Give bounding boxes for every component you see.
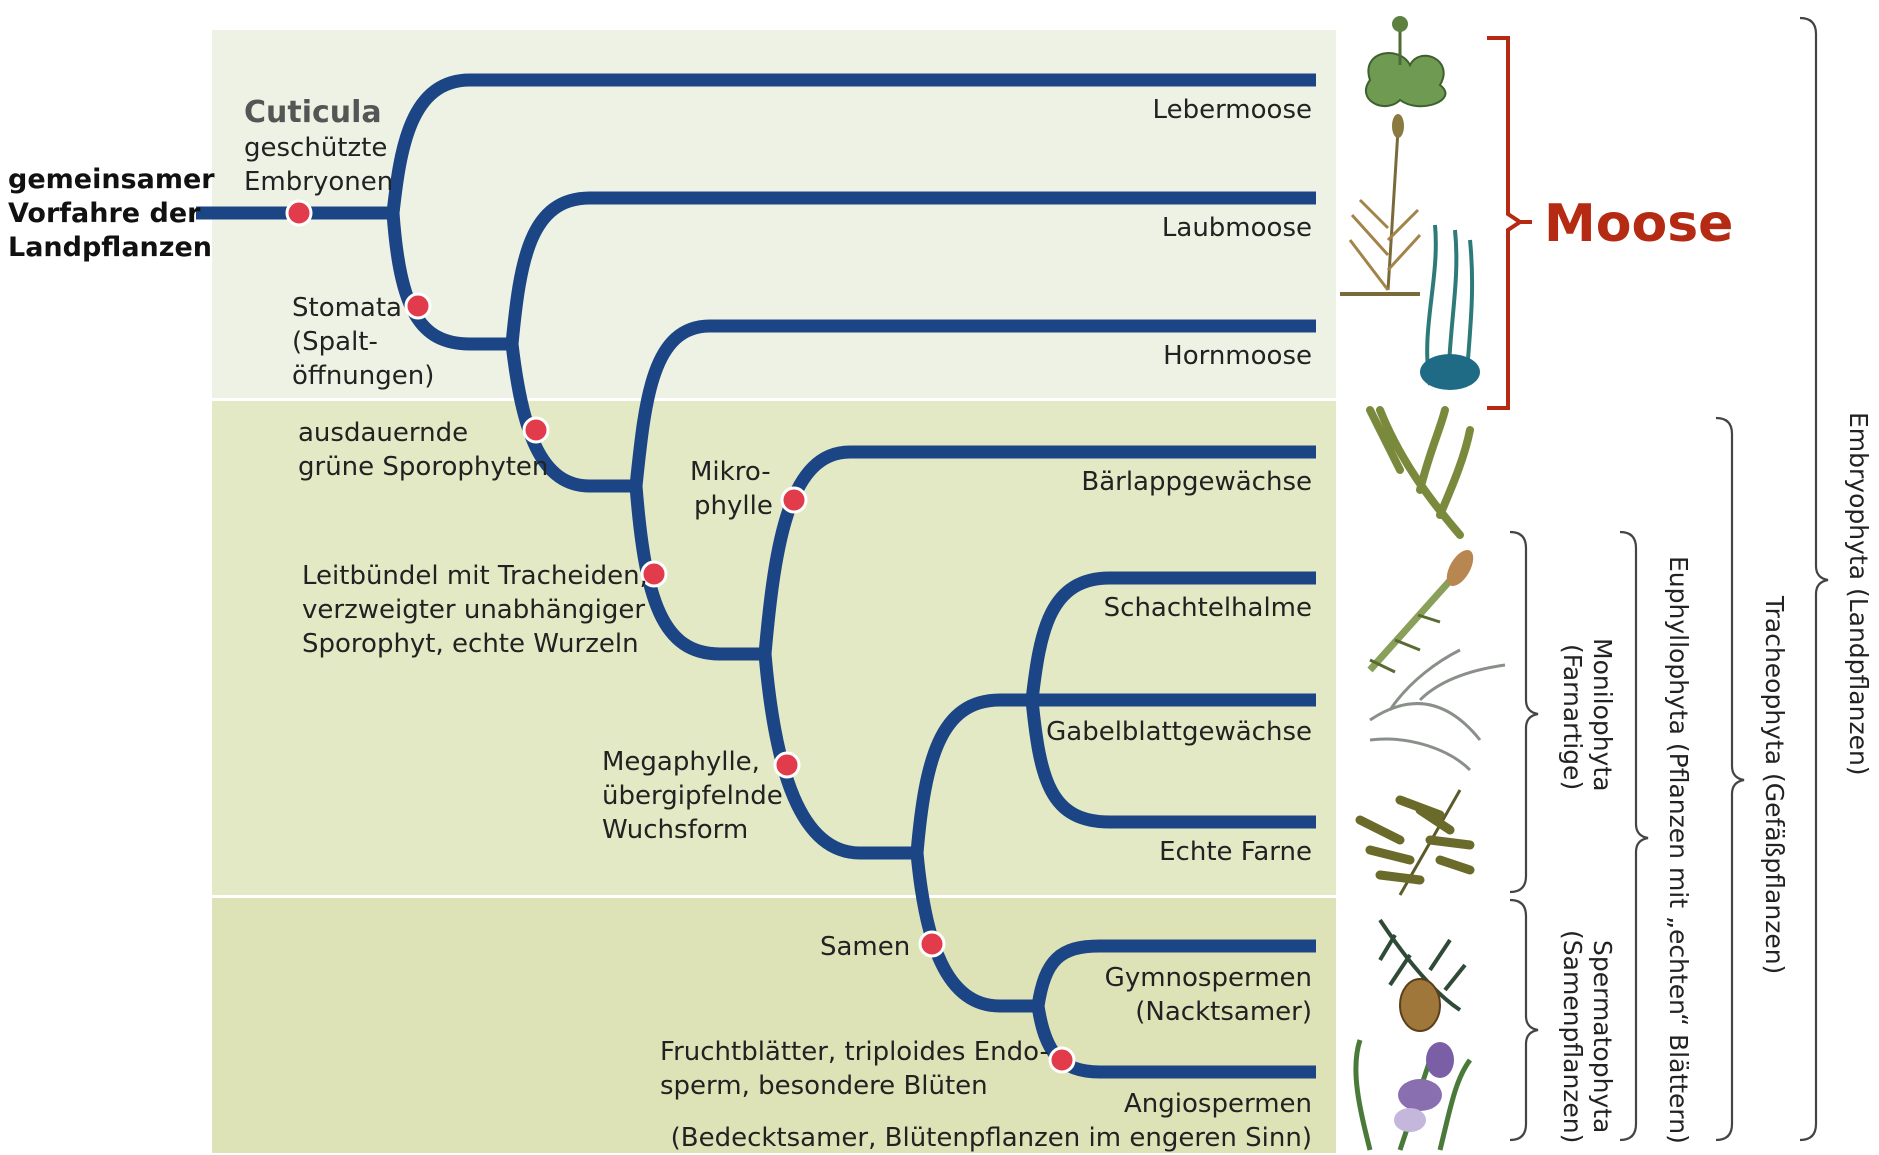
dot-sporophyt: [522, 416, 550, 444]
dot-leitbuendel: [640, 560, 668, 588]
brace-spermatophyta: [1509, 898, 1539, 1142]
branch-hornmoose: [629, 319, 1316, 487]
group-spermatophyta-line1: Spermatophyta: [1588, 940, 1617, 1133]
taxon-lebermoose: Lebermoose: [1153, 95, 1312, 125]
taxon-schachtelhalme: Schachtelhalme: [1104, 593, 1312, 623]
taxon-angio-line2: (Bedecktsamer, Blütenpflanzen im engeren…: [671, 1123, 1312, 1153]
group-embryophyta: Embryophyta (Landpflanzen): [1844, 412, 1873, 776]
group-brackets: [1509, 16, 1829, 1142]
fern-frond-icon: [1355, 789, 1475, 896]
taxon-gabelblatt: Gabelblattgewächse: [1046, 717, 1312, 747]
trait-leitbuendel-line2: verzweigter unabhängiger: [302, 595, 645, 625]
hornwort-plant-icon: [1420, 224, 1480, 390]
moss-plant-icon: [1340, 114, 1422, 296]
clubmoss-plant-icon: [1366, 406, 1474, 539]
dot-stomata: [404, 292, 432, 320]
horsetail-plant-icon: [1367, 549, 1474, 674]
trait-mikrophylle-line1: Mikro-: [690, 457, 771, 487]
trait-leitbuendel-line1: Leitbündel mit Tracheiden,: [302, 561, 648, 591]
iris-flower-icon: [1353, 1039, 1473, 1151]
branch-lebermoose: [386, 73, 1316, 214]
trait-event-dots: [285, 199, 1076, 1074]
trait-sporophyt-line2: grüne Sporophyten: [298, 452, 548, 482]
group-monilophyta-line2: (Farnartige): [1558, 644, 1587, 790]
group-euphyllophyta: Euphyllophyta (Pflanzen mit „echten“ Blä…: [1664, 556, 1693, 1144]
trait-megaphylle-line1: Megaphylle,: [602, 747, 760, 777]
trait-sporophyt-line1: ausdauernde: [298, 418, 468, 448]
brace-euphyllophyta: [1619, 530, 1649, 1142]
branch-laubmoose: [505, 191, 1316, 345]
trait-leitbuendel-line3: Sporophyt, echte Wurzeln: [302, 629, 639, 659]
trait-mikrophylle-line2: phylle: [694, 491, 773, 521]
trait-stomata-line3: öffnungen): [292, 361, 434, 391]
taxon-baerlapp: Bärlappgewächse: [1081, 467, 1312, 497]
taxon-hornmoose: Hornmoose: [1163, 341, 1312, 371]
pine-cone-icon: [1378, 918, 1467, 1032]
branch-node4-down: [758, 653, 917, 860]
root-label-line2: Vorfahre der: [8, 198, 201, 229]
trait-cuticula: Cuticula: [244, 95, 382, 130]
trait-stomata-line2: (Spalt-: [292, 327, 378, 357]
dot-fruchtblaetter: [1048, 1046, 1076, 1074]
trait-fruchtblaetter-line1: Fruchtblätter, triploides Endo-: [660, 1037, 1049, 1067]
taxon-angio-line1: Angiospermen: [1124, 1089, 1312, 1119]
dot-mikrophylle: [780, 486, 808, 514]
root-label-line1: gemeinsamer: [8, 164, 215, 195]
branch-farne: [1025, 699, 1316, 829]
group-tracheophyta: Tracheophyta (Gefäßpflanzen): [1760, 595, 1789, 974]
trait-embryo-line2: Embryonen: [244, 167, 393, 197]
group-spermatophyta-line2: (Samenpflanzen): [1558, 930, 1587, 1143]
group-monilophyta-line1: Monilophyta: [1588, 638, 1617, 792]
trait-megaphylle-line3: Wuchsform: [602, 815, 748, 845]
branch-node3-down: [629, 485, 765, 661]
brace-monilophyta: [1509, 530, 1539, 894]
branch-node5-up: [910, 693, 1032, 854]
taxon-gymno-line2: (Nacktsamer): [1135, 997, 1312, 1027]
moose-bracket: [1487, 36, 1532, 410]
brace-tracheophyta: [1715, 416, 1745, 1142]
branch-schachtelhalme: [1025, 571, 1316, 701]
band-vascular: [212, 401, 1336, 895]
trait-samen: Samen: [820, 932, 910, 962]
trait-megaphylle-line2: übergipfelnde: [602, 781, 783, 811]
taxon-gymno-line1: Gymnospermen: [1105, 963, 1312, 993]
trait-fruchtblaetter-line2: sperm, besondere Blüten: [660, 1071, 988, 1101]
trait-stomata-line1: Stomata: [292, 293, 402, 323]
branch-node5-down: [910, 852, 1038, 1013]
dot-cuticula: [285, 199, 313, 227]
branch-node2-down: [505, 343, 636, 493]
trait-embryo-line1: geschützte: [244, 133, 387, 163]
brace-embryophyta: [1799, 16, 1829, 1142]
dot-samen: [918, 930, 946, 958]
taxon-laubmoose: Laubmoose: [1162, 213, 1312, 243]
liverwort-plant-icon: [1365, 16, 1447, 108]
dot-megaphylle: [773, 751, 801, 779]
whisk-fern-plant-icon: [1369, 648, 1506, 772]
branch-gymno: [1031, 939, 1316, 1008]
taxon-farne: Echte Farne: [1159, 837, 1312, 867]
group-moose-label: Moose: [1544, 194, 1733, 254]
root-label-line3: Landpflanzen: [8, 232, 212, 263]
